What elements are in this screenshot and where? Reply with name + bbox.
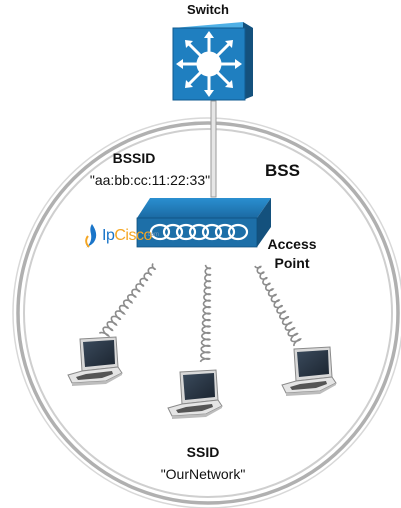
access-point-icon[interactable] [136, 198, 271, 248]
laptop-icon[interactable] [67, 336, 123, 386]
laptop-icon[interactable] [281, 346, 337, 396]
wifi-signal-icon [98, 263, 302, 363]
logo-mark-icon [85, 224, 97, 248]
bssid-title: BSSID [112, 150, 156, 166]
access-point-label-line2: Point [274, 255, 310, 271]
switch-icon[interactable] [172, 22, 253, 101]
logo-tld: .com [146, 232, 160, 238]
access-point-label-line1: Access [267, 236, 317, 252]
laptop-icon[interactable] [167, 369, 223, 419]
switch-label: Switch [187, 2, 229, 17]
ssid-title: SSID [186, 444, 220, 460]
bssid-value: "aa:bb:cc:11:22:33" [89, 172, 211, 188]
uplink-cable [210, 100, 217, 198]
bss-coverage-ring [12, 117, 401, 508]
bss-label: BSS [265, 161, 300, 180]
logo-text: IpCisco [102, 227, 152, 244]
ssid-value: "OurNetwork" [160, 466, 246, 482]
